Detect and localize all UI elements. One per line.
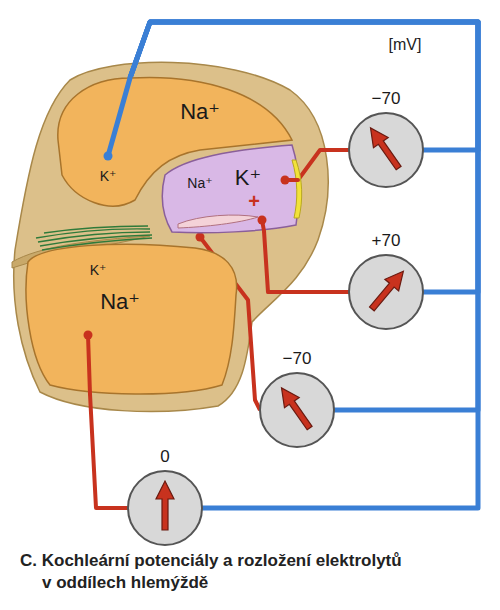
scala-media-outline (162, 145, 298, 233)
voltage-label: 0 (160, 448, 169, 465)
electrode-wire (264, 231, 349, 292)
electrode-wire (108, 78, 130, 156)
caption-text: C. Kochleární potenciály a rozložení ele… (20, 551, 402, 592)
meter-needle (363, 123, 406, 173)
unit-label: [mV] (389, 36, 422, 53)
meter-needle (274, 383, 317, 433)
scala-tympani: K⁺ Na⁺ (18, 236, 244, 402)
voltage-label: −70 (372, 90, 401, 107)
scala-media-shape (155, 140, 307, 240)
scala-media: Na⁺ K⁺+ (155, 140, 307, 240)
electrode-wire (88, 335, 90, 394)
meter-dial (349, 113, 423, 187)
stria-vascularis (292, 160, 302, 218)
meter-needle (156, 481, 174, 530)
electrode-wire (90, 394, 128, 508)
electrode-tip (281, 176, 290, 185)
voltmeter: 0 (125, 446, 205, 548)
cochlear-tissue (14, 62, 328, 411)
tectorial-membrane (178, 215, 258, 228)
ion-label: Na⁺ (100, 291, 140, 313)
nerve-fiber (38, 232, 150, 242)
voltage-label: +70 (372, 232, 401, 249)
electrode-tip (196, 233, 205, 242)
unit-label: [mV] (389, 36, 428, 54)
meter-dial (260, 373, 334, 447)
scala-tympani-shape (18, 236, 244, 402)
voltmeter: −70 (346, 88, 426, 190)
meter-dial (128, 471, 202, 545)
voltage-label: −70 (283, 350, 312, 367)
nerve-fiber (44, 226, 148, 233)
electrode-tip (104, 152, 113, 161)
ion-label: K⁺ (235, 167, 261, 189)
ion-label: Na⁺ (180, 101, 220, 123)
scala-tympani-outline (26, 244, 237, 394)
ion-label: K⁺ (100, 169, 117, 183)
voltmeter: −70 (257, 348, 337, 450)
ion-label: Na⁺ (187, 176, 212, 190)
electrode-wire (298, 150, 349, 180)
electrode-tip (84, 331, 93, 340)
ion-label: K⁺ (90, 263, 107, 277)
electrode-tip (258, 216, 267, 225)
ion-label: + (248, 191, 260, 211)
voltmeter: +70 (346, 230, 426, 332)
caption: C. Kochleární potenciály a rozložení ele… (20, 550, 412, 594)
meter-needle (365, 266, 410, 315)
meter-dial (349, 255, 423, 329)
nerve-fiber (36, 229, 150, 238)
